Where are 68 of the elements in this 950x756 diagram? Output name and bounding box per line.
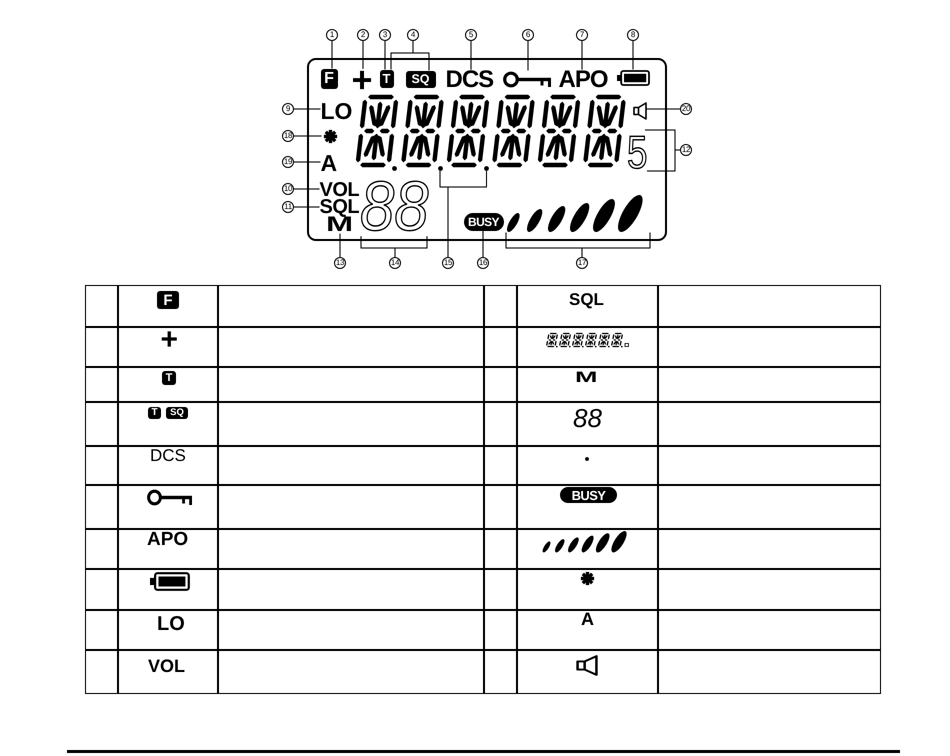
symbol-text: DCS [150,449,186,464]
symbol-text: M [575,372,598,384]
indicator-text: SQL [320,198,360,215]
symbol-text: SQL [569,293,604,308]
callout-number: 15 [442,257,454,269]
symbol-text: VOL [148,659,186,674]
segment-digits: 88 [360,176,428,236]
plus-indicator: + [160,331,178,350]
plus-indicator: + [352,68,373,91]
indicator-label: F [320,68,338,88]
indicator-label: SQ [406,70,436,88]
callout-number: 20 [680,103,692,115]
callout-number: 13 [334,257,346,269]
callout-number: 19 [282,156,294,168]
callout-number: 5 [465,29,477,41]
leader-line [470,40,472,70]
leader-line [440,170,487,258]
callout-number: 18 [282,130,294,142]
indicator-label: T [380,70,394,88]
indicator-text: APO [558,70,608,89]
callout-number: 3 [379,29,391,41]
leader-line [506,232,650,258]
callout-number: 6 [522,29,534,41]
indicator-text: M [326,216,353,234]
callout-number: 14 [389,257,401,269]
callout-number: 16 [477,257,489,269]
leader-line [360,236,428,258]
leader-line [294,188,320,190]
callout-number: 10 [282,183,294,195]
leader-line [482,230,484,258]
callout-number: 1 [326,29,338,41]
leader-line [384,40,386,70]
symbol-text: APO [147,532,188,548]
busy-indicator: BUSY [464,212,504,230]
asterisk-icon [322,128,338,144]
callout-number: 11 [282,201,294,213]
indicator-label: SQ [166,407,188,419]
callout-number: 17 [576,257,588,269]
leader-line [644,130,680,172]
indicator-label: T [162,371,176,385]
lcd-display [307,58,667,241]
leader-line [294,108,321,110]
indicator-label: F [157,291,179,309]
indicator-text: LO [320,102,352,120]
callout-number: 2 [357,29,369,41]
indicator-text: VOL [320,182,360,198]
speaker-icon [632,102,646,120]
leader-line [646,108,680,110]
leader-line [362,40,364,70]
callout-number: 8 [627,29,639,41]
symbol-text: 88 [573,406,602,429]
indicator-text: DCS [446,70,494,89]
callout-number: 9 [282,103,294,115]
leader-line [632,40,634,70]
symbol-text: LO [157,616,185,632]
dot-icon [438,166,442,171]
leader-line [294,206,320,208]
segment-digits: 5 [626,132,647,172]
callout-number: 4 [407,29,419,41]
callout-number: 12 [680,144,692,156]
key-icon [502,70,550,88]
busy-indicator: BUSY [560,487,617,503]
dot-icon [484,166,489,171]
symbol-text: A [581,612,594,627]
battery-icon [616,70,650,86]
callout-number: 7 [576,29,588,41]
indicator-text: A [320,154,338,172]
indicator-label: T [148,407,161,419]
